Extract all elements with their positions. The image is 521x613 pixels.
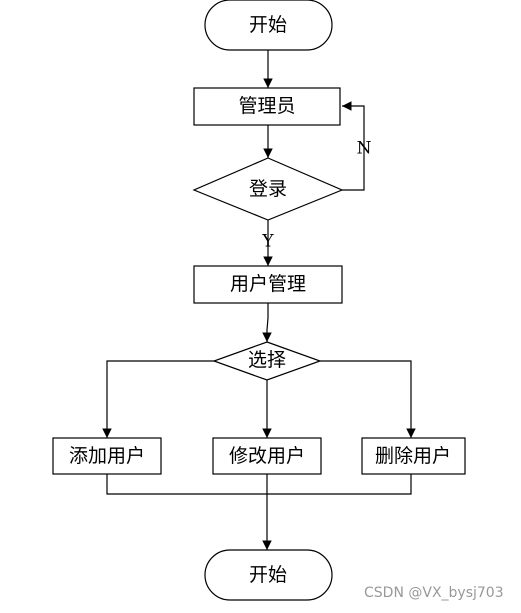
node-select-label: 选择 [248, 349, 286, 371]
node-user-mgmt-label: 用户管理 [230, 273, 306, 295]
node-start-label: 开始 [249, 14, 287, 36]
node-add-user-label: 添加用户 [69, 445, 145, 467]
connectors [102, 50, 416, 550]
watermark-text: CSDN @VX_bysj703 [364, 585, 504, 601]
node-delete-user: 删除用户 [361, 437, 466, 475]
node-end-label: 开始 [249, 564, 287, 586]
node-admin: 管理员 [193, 87, 341, 126]
arrow-select-to-add [102, 360, 216, 438]
arrow-user-mgmt-to-select [262, 303, 272, 342]
node-user-mgmt: 用户管理 [193, 265, 343, 304]
node-add-user: 添加用户 [52, 437, 162, 475]
arrow-select-to-delete [320, 360, 416, 438]
merge-line [106, 474, 412, 495]
node-select: 选择 [212, 341, 322, 381]
edge-label-yes: Y [261, 232, 274, 252]
node-login: 登录 [192, 157, 344, 221]
node-edit-user-label: 修改用户 [229, 445, 305, 467]
node-edit-user: 修改用户 [212, 437, 322, 475]
arrow-login-no-loop [342, 101, 365, 191]
edge-label-no: N [357, 139, 372, 159]
node-delete-user-label: 删除用户 [375, 445, 451, 467]
node-admin-label: 管理员 [238, 95, 295, 117]
node-login-label: 登录 [249, 178, 287, 200]
node-start: 开始 [204, 0, 333, 51]
node-end: 开始 [204, 549, 333, 601]
